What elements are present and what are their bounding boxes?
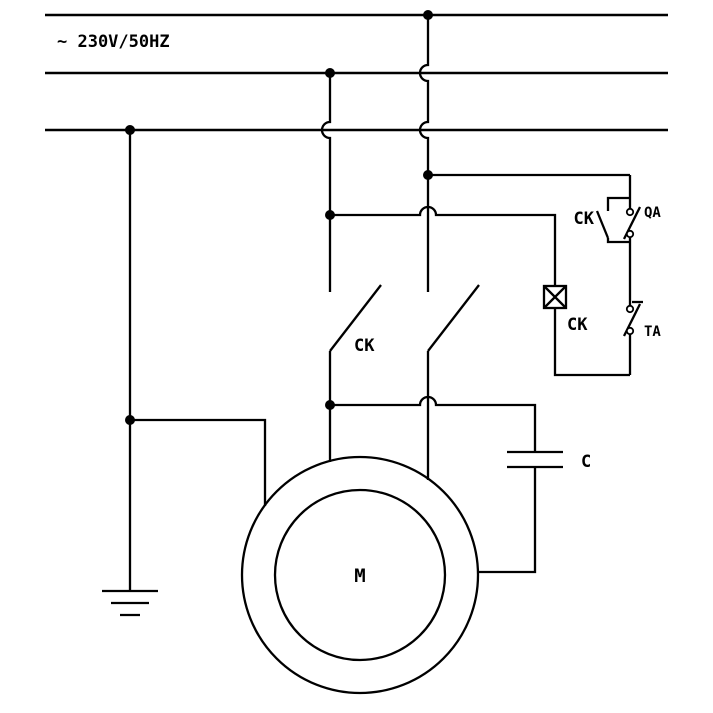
junction-dot <box>423 10 433 20</box>
junction-dot <box>325 400 335 410</box>
aux-contact: CK <box>574 196 630 244</box>
stop-button-label: TA <box>644 324 661 340</box>
main-contact-left-blade <box>329 284 382 352</box>
junction-dot <box>423 170 433 180</box>
motor-outer-circle <box>240 455 480 695</box>
motor-inner-circle <box>273 488 447 662</box>
main-contacts-label: CK <box>354 336 375 356</box>
supply-voltage-label: ~ 230V/50HZ <box>57 32 170 52</box>
stop-button-terminal-top <box>625 304 635 314</box>
start-button: QA <box>622 205 661 240</box>
coil-label: CK <box>567 315 588 335</box>
junction-dot <box>325 68 335 78</box>
main-contact-right-blade <box>427 284 480 352</box>
coil-cross <box>543 285 567 309</box>
aux-contact-blade <box>595 210 610 239</box>
coil-lower-lead <box>553 308 630 377</box>
contactor-coil: CK <box>542 284 588 335</box>
motor-neutral-branch <box>130 418 267 506</box>
feeder-wire-phase1 <box>418 15 430 292</box>
capacitor-upper-lead <box>330 395 537 452</box>
feeder-wire-phase2 <box>320 73 332 292</box>
capacitor-label: C <box>581 452 591 472</box>
start-button-terminal-bottom <box>625 229 635 239</box>
motor: M <box>240 455 480 695</box>
start-button-terminal-top <box>625 207 635 217</box>
junction-dot <box>325 210 335 220</box>
control-wire-mid <box>330 205 557 286</box>
capacitor-lower-lead <box>478 467 537 574</box>
aux-contact-label: CK <box>574 209 595 229</box>
motor-label: M <box>354 565 365 587</box>
ground-symbol <box>102 589 158 617</box>
stop-button-terminal-bottom <box>625 326 635 336</box>
power-supply: ~ 230V/50HZ <box>45 13 668 132</box>
junction-dot <box>125 125 135 135</box>
start-button-label: QA <box>644 205 661 221</box>
capacitor: C <box>330 395 591 574</box>
junction-dot <box>125 415 135 425</box>
aux-contact-branch <box>606 196 630 244</box>
stop-button: TA <box>622 300 661 340</box>
contactor-main-contacts: CK <box>329 284 480 356</box>
